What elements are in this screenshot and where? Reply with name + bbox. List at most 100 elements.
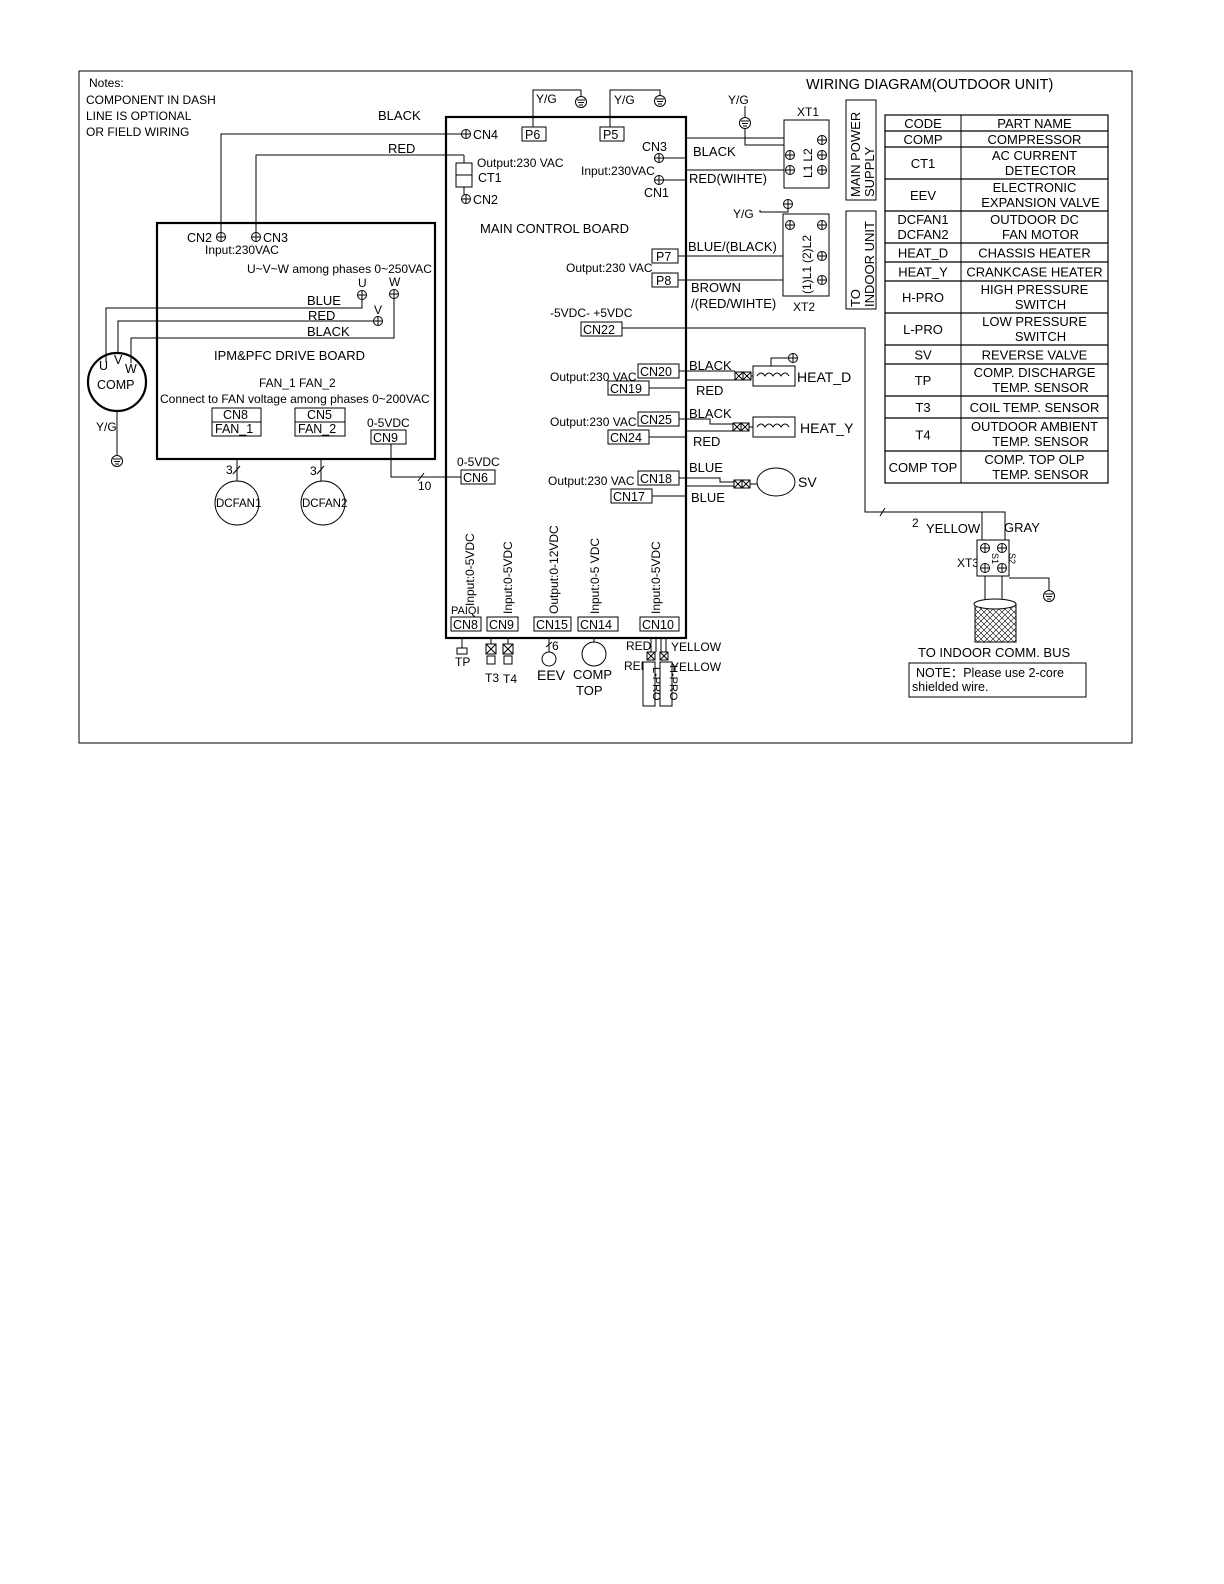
wire-count-6: 6: [552, 639, 559, 653]
tp-label: TP: [455, 655, 470, 669]
legend-code: COMP TOP: [889, 460, 958, 475]
cn10-connector: [639, 616, 680, 632]
dcfan1-motor: [214, 480, 260, 526]
notes: Notes: COMPONENT IN DASH LINE IS OPTIONA…: [86, 76, 216, 139]
cn15-label: CN15: [536, 618, 568, 632]
legend-part-name: CRANKCASE HEATER: [966, 265, 1102, 280]
t3-sensor: [486, 655, 496, 665]
xt1-ground-icon: [739, 117, 751, 129]
t4-sensor: [503, 655, 513, 665]
drive-cn3-terminal-icon: [251, 232, 261, 242]
legend-part-name: SWITCH: [1015, 297, 1066, 312]
cn2-terminal-icon: [461, 194, 471, 204]
t3-label: T3: [485, 671, 499, 685]
wire-red-cn2: RED: [388, 141, 415, 156]
wire-black-cn4: BLACK: [378, 108, 421, 123]
legend-part-name: EXPANSION VALVE: [981, 195, 1100, 210]
wire-black-cn3: BLACK: [693, 144, 736, 159]
legend-code: CODE: [904, 116, 942, 131]
tp-sensor: [456, 647, 468, 655]
legend-code: L-PRO: [903, 322, 943, 337]
wire-blue-p7: BLUE/(BLACK): [688, 239, 777, 254]
xt3-ground-icon: [1043, 590, 1055, 602]
cn17-label: CN17: [613, 490, 645, 504]
dcfan2-label: DCFAN2: [302, 498, 347, 510]
cn8-label: CN8: [453, 618, 478, 632]
cn24-label: CN24: [610, 431, 642, 445]
p5-connector: [599, 126, 625, 142]
wire-yellow-cn10b: YELLOW: [671, 660, 722, 674]
cn4-terminal-icon: [461, 129, 471, 139]
drive-cn2-label: CN2: [187, 231, 212, 245]
wire-black-heaty: BLACK: [689, 406, 732, 421]
main-power-label: MAIN POWER: [848, 112, 863, 197]
xt3-label: XT3: [957, 556, 979, 570]
wire-gray: GRAY: [1004, 520, 1040, 535]
cn8-connector: [450, 616, 482, 632]
p6-connector: [521, 126, 547, 142]
cn3-terminal-icon: [654, 153, 664, 163]
legend-code: TP: [915, 373, 932, 388]
cn10-vertical-label: Input:0-5VDC: [649, 541, 663, 614]
l-pro-switch: [642, 661, 656, 707]
legend-part-name: REVERSE VALVE: [982, 348, 1088, 363]
wire-black-heatd: BLACK: [689, 358, 732, 373]
legend-part-name: COMP. DISCHARGE: [974, 365, 1096, 380]
legend-part-name: DETECTOR: [1005, 163, 1076, 178]
wire-count-10: 10: [418, 479, 432, 493]
fan1-wire-count: 3: [226, 463, 233, 477]
p5-ground-icon: [654, 95, 666, 107]
cn25-output: Output:230 VAC: [550, 415, 637, 429]
legend-code: H-PRO: [902, 290, 944, 305]
main-board-title: MAIN CONTROL BOARD: [480, 221, 629, 236]
drive-u-terminal-icon: [357, 290, 367, 300]
legend-part-name: COMPRESSOR: [988, 132, 1082, 147]
xt2-label: XT2: [793, 300, 815, 314]
notes-line1: COMPONENT IN DASH: [86, 93, 216, 107]
main-control-board: [444, 115, 688, 640]
cn18-label: CN18: [640, 472, 672, 486]
sv-valve: [756, 467, 796, 497]
legend-code: DCFAN2: [897, 227, 948, 242]
cn2-label: CN2: [473, 193, 498, 207]
legend-part-name: TEMP. SENSOR: [992, 467, 1089, 482]
comp-u: U: [99, 359, 108, 373]
drive-input: Input:230VAC: [205, 243, 279, 257]
cn22-label: CN22: [583, 323, 615, 337]
drive-cn8-top: CN8: [223, 408, 248, 422]
drive-cn9-range: 0-5VDC: [367, 416, 410, 430]
note-line2: shielded wire.: [912, 680, 988, 694]
diagram-title: WIRING DIAGRAM(OUTDOOR UNIT): [806, 77, 1053, 93]
legend-part-name: FAN MOTOR: [1002, 227, 1079, 242]
cn25-label: CN25: [640, 413, 672, 427]
drive-v-label: V: [374, 303, 382, 317]
legend-part-name: OUTDOOR DC: [990, 212, 1079, 227]
wire-yellow: YELLOW: [926, 521, 981, 536]
comp-top-sensor: [581, 641, 607, 667]
cn22-connector: [580, 321, 623, 337]
cn1-label: CN1: [644, 186, 669, 200]
legend-part-name: COIL TEMP. SENSOR: [970, 400, 1100, 415]
drive-w-label: W: [389, 275, 401, 289]
legend-code: T3: [915, 400, 930, 415]
cn15-vertical-label: Output:0-12VDC: [547, 525, 561, 614]
legend-part-name: COMP. TOP OLP: [984, 452, 1084, 467]
heat-y-label: HEAT_Y: [800, 420, 854, 436]
l-pro-label: L-PRO: [650, 667, 662, 701]
drive-u-label: U: [358, 276, 367, 290]
cn14-vertical-label: Input:0-5 VDC: [588, 538, 602, 614]
to-label: TO: [848, 289, 863, 307]
wire-blue-sv1: BLUE: [689, 460, 723, 475]
cn14-label: CN14: [580, 618, 612, 632]
diagram-frame: [78, 70, 1133, 744]
wire-brown-p8-alt: /(RED/WIHTE): [691, 296, 776, 311]
cn10-label: CN10: [642, 618, 674, 632]
legend-part-name: SWITCH: [1015, 329, 1066, 344]
cn22-range: -5VDC- +5VDC: [550, 306, 633, 320]
cn1-terminal-icon: [654, 175, 664, 185]
ct1-label: CT1: [478, 171, 502, 185]
wire-blue-sv2: BLUE: [691, 490, 725, 505]
p6-label: P6: [525, 128, 540, 142]
h-pro-switch: [659, 661, 673, 707]
